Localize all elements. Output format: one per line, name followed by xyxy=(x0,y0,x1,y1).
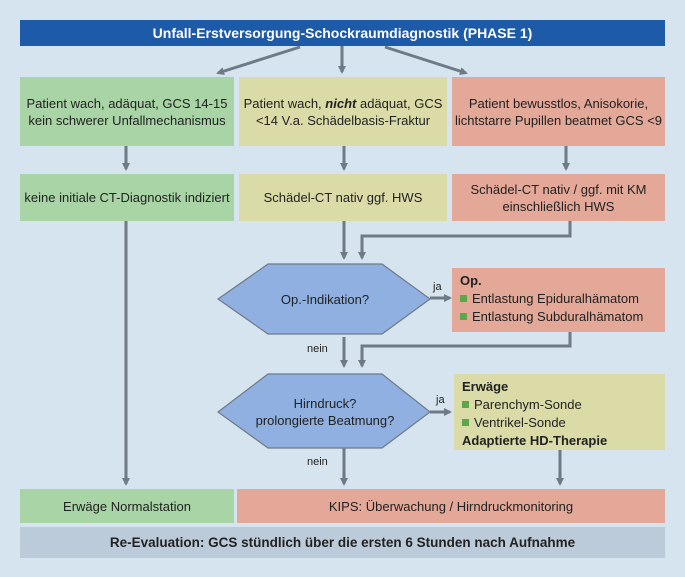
decision2-text: Hirndruck? xyxy=(293,396,357,411)
decision2-yes-label: ja xyxy=(436,394,445,406)
col2-action-line: Schädel-CT nativ xyxy=(263,190,364,205)
normalstation-text: Erwäge Normalstation xyxy=(63,498,191,514)
decision2-text: prolongierte Beatmung? xyxy=(255,413,395,428)
col1-action-line: keine initiale CT-Diagnostik xyxy=(24,190,182,205)
decision1-no-label: nein xyxy=(307,343,328,355)
kips-text: KIPS: Überwachung / Hirndruckmonitoring xyxy=(328,498,574,514)
bullet-square-icon xyxy=(462,419,469,426)
normalstation-box: Erwäge Normalstation xyxy=(20,489,234,523)
col1-condition-line: Patient wach, xyxy=(26,95,105,111)
erwaege-box: Erwäge Parenchym-Sonde Ventrikel-Sonde A… xyxy=(454,374,665,450)
col2-condition-rest: adäquat, xyxy=(356,95,411,111)
col2-action-box: Schädel-CT nativ ggf. HWS xyxy=(239,174,447,221)
erwaege-item: Ventrikel-Sonde xyxy=(462,414,657,432)
col3-action-line: einschließlich HWS xyxy=(502,198,615,214)
col1-action-box: keine initiale CT-Diagnostik indiziert xyxy=(20,174,234,221)
decision1-shape xyxy=(216,263,432,335)
col1-condition-box: Patient wach, adäquat, GCS 14-15 kein sc… xyxy=(20,77,234,146)
op-item-text: Entlastung Subduralhämatom xyxy=(472,309,644,324)
col3-action-line: Schädel-CT nativ / ggf. mit KM xyxy=(470,181,647,197)
col2-condition-line: nicht adäquat, xyxy=(325,96,410,111)
col2-condition-box: Patient wach, nicht adäquat, GCS <14 V.a… xyxy=(239,77,447,146)
erwaege-item-text: Ventrikel-Sonde xyxy=(474,415,566,430)
col1-condition-line: adäquat, xyxy=(108,95,159,111)
decision1-yes-label: ja xyxy=(433,281,442,293)
erwaege-item-text: Parenchym-Sonde xyxy=(474,397,582,412)
op-box: Op. Entlastung Epiduralhämatom Entlastun… xyxy=(452,268,665,332)
decision1-text: Op.-Indikation? xyxy=(280,291,370,307)
arrow-title-col3 xyxy=(384,45,468,75)
kips-box: KIPS: Überwachung / Hirndruckmonitoring xyxy=(237,489,665,523)
col3-condition-line: GCS <9 xyxy=(615,112,663,128)
op-item-text: Entlastung Epiduralhämatom xyxy=(472,291,639,306)
bullet-square-icon xyxy=(462,401,469,408)
col3-action-box: Schädel-CT nativ / ggf. mit KM einschlie… xyxy=(452,174,665,221)
col1-action-line: indiziert xyxy=(184,190,230,205)
arrow-col3-decision1 xyxy=(358,221,572,260)
op-item: Entlastung Subduralhämatom xyxy=(460,308,657,326)
bullet-square-icon xyxy=(460,313,467,320)
decision2-shape xyxy=(216,373,431,449)
col2-condition-line: V.a. Schädelbasis-Fraktur xyxy=(281,112,431,128)
op-header: Op. xyxy=(460,273,482,288)
col3-condition-line: Anisokorie, lichtstarre Pupillen xyxy=(454,95,649,128)
col3-condition-line: Patient bewusstlos, xyxy=(468,95,581,111)
op-item: Entlastung Epiduralhämatom xyxy=(460,290,657,308)
erwaege-footer: Adaptierte HD-Therapie xyxy=(462,433,608,448)
col2-emphasis-text: nicht xyxy=(325,95,357,111)
reevaluation-text: Re-Evaluation: GCS stündlich über die er… xyxy=(109,535,576,550)
col3-condition-box: Patient bewusstlos, Anisokorie, lichtsta… xyxy=(452,77,665,146)
reevaluation-box: Re-Evaluation: GCS stündlich über die er… xyxy=(20,527,665,558)
arrow-title-col1 xyxy=(216,45,301,75)
bullet-square-icon xyxy=(460,295,467,302)
col1-condition-line: GCS 14-15 xyxy=(162,95,228,111)
erwaege-header: Erwäge xyxy=(462,379,509,394)
flow-title-text: Unfall-Erstversorgung-Schockraumdiagnost… xyxy=(152,24,533,41)
col2-action-line: ggf. HWS xyxy=(366,190,423,205)
col2-condition-line: GCS <14 xyxy=(255,95,443,128)
col2-condition-line: Patient wach, xyxy=(243,95,322,111)
decision1-label: Op.-Indikation? xyxy=(240,282,410,316)
flow-title: Unfall-Erstversorgung-Schockraumdiagnost… xyxy=(20,20,665,46)
decision2-label: Hirndruck? prolongierte Beatmung? xyxy=(240,394,410,430)
erwaege-item: Parenchym-Sonde xyxy=(462,396,657,414)
col1-condition-line: kein schwerer Unfallmechanismus xyxy=(28,112,226,128)
col3-condition-line: beatmet xyxy=(564,112,612,128)
arrow-op-decision2 xyxy=(358,332,572,368)
decision2-no-label: nein xyxy=(307,456,328,468)
